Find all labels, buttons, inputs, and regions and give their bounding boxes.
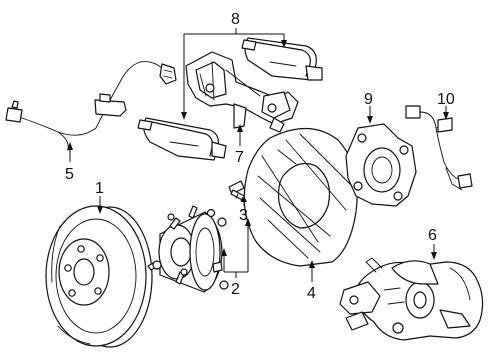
callout-3: 3 (239, 207, 248, 224)
wear-sensor-icon (405, 105, 473, 191)
callout-5: 5 (65, 166, 74, 183)
caliper-support-icon (185, 51, 299, 133)
callout-4: 4 (307, 285, 316, 302)
brake-pads-icon (137, 37, 323, 161)
abs-sensor-wire-icon (5, 61, 177, 151)
adapter-bracket-icon (345, 123, 417, 207)
callout-2: 2 (231, 281, 240, 298)
callout-9: 9 (364, 91, 373, 108)
brake-rotor-icon (45, 205, 153, 348)
leader-lines (67, 28, 449, 282)
callout-10: 10 (437, 91, 455, 108)
callout-6: 6 (428, 227, 437, 244)
callout-8: 8 (231, 11, 240, 28)
splash-shield-icon (243, 127, 358, 267)
hub-bearing-icon (147, 205, 229, 293)
brake-caliper-icon (339, 257, 484, 341)
callout-7: 7 (235, 149, 244, 166)
callout-1: 1 (95, 180, 104, 197)
